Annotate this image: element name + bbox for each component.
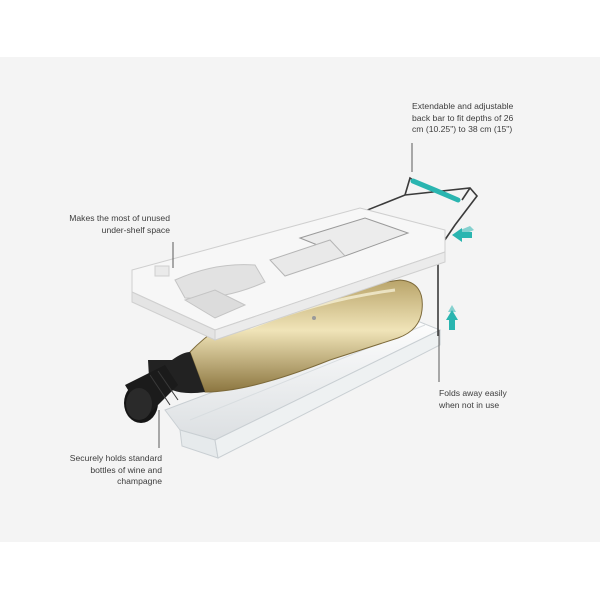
caption-shelf-space: Makes the most of unused under-shelf spa…: [69, 213, 170, 235]
caption-holds-bottles: Securely holds standard bottles of wine …: [69, 453, 162, 486]
caption-folds-away: Folds away easily when not in use: [439, 388, 507, 410]
adjustable-grip: [410, 178, 461, 203]
clear-tray: [164, 317, 442, 459]
leader-lines: [158, 143, 440, 448]
top-plate: [131, 207, 446, 341]
double-arrow-icon: [452, 226, 474, 242]
double-arrow-icon: [446, 305, 458, 330]
caption-back-bar: Extendable and adjustable back bar to fi…: [412, 101, 514, 134]
